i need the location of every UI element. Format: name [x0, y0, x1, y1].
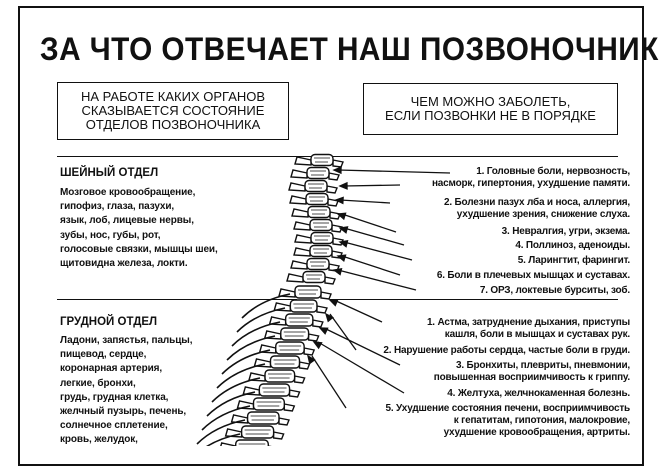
- rib: [206, 433, 241, 446]
- vertebra: [288, 179, 338, 194]
- pointer-arrow: [324, 312, 357, 351]
- disease-text: 1. Астма, затруднение дыхания, приступы: [426, 317, 630, 328]
- rib: [231, 321, 281, 347]
- vertebra: [220, 439, 272, 446]
- pointer-arrow: [334, 196, 391, 205]
- vertebra: [291, 205, 341, 220]
- vertebra: [278, 285, 332, 300]
- disease-text: 4. Желтуха, желчнокаменная болезнь.: [447, 388, 630, 399]
- thoracic-divider: [57, 299, 297, 300]
- rib: [206, 391, 256, 417]
- disease-text: 3. Невралгия, угри, экзема.: [501, 226, 631, 237]
- rib: [221, 349, 271, 375]
- thoracic-disease-1: 1. Астма, затруднение дыхания, приступы …: [427, 317, 630, 341]
- vertebra: [258, 341, 316, 356]
- disease-text: 5. Ухудшение состояния печени, восприимч…: [385, 403, 630, 414]
- pointer-arrow: [312, 341, 405, 394]
- rib: [201, 405, 251, 431]
- vertebra: [293, 218, 343, 233]
- organs-header-line: ОТДЕЛОВ ПОЗВОНОЧНИКА: [85, 117, 261, 132]
- diseases-header-line: ЧЕМ МОЖНО ЗАБОЛЕТЬ,: [410, 94, 571, 109]
- disease-text: 3. Бронхиты, плевриты, пневмонии,: [455, 360, 630, 371]
- disease-text: насморк, гипертония, ухудшение памяти.: [431, 178, 630, 190]
- diseases-header-box: ЧЕМ МОЖНО ЗАБОЛЕТЬ, ЕСЛИ ПОЗВОНКИ НЕ В П…: [363, 83, 618, 135]
- vertebra: [294, 153, 344, 168]
- vertebra: [236, 397, 296, 412]
- cervical-divider: [57, 156, 312, 157]
- organs-header-line: НА РАБОТЕ КАКИХ ОРГАНОВ: [80, 89, 266, 104]
- pointer-arrow: [328, 299, 383, 323]
- cervical-heading: ШЕЙНЫЙ ОТДЕЛ: [60, 167, 159, 179]
- vertebra: [242, 383, 301, 398]
- rib: [211, 377, 261, 403]
- cervical-disease-7: 7. ОРЗ, локтевые бурситы, зоб.: [480, 285, 630, 297]
- disease-text: 1. Головные боли, нервозность,: [476, 166, 630, 177]
- vertebra: [224, 425, 285, 440]
- vertebra: [268, 313, 324, 328]
- disease-text: кашля, боли в мышцах и суставах рук.: [444, 329, 630, 341]
- disease-text: 7. ОРЗ, локтевые бурситы, зоб.: [479, 285, 630, 296]
- cervical-disease-5: 5. Ларингтит, фарингит.: [518, 255, 630, 267]
- disease-text: 4. Поллиноз, аденоиды.: [515, 240, 630, 251]
- disease-text: ухудшение зрения, снижение слуха.: [456, 209, 630, 221]
- rib: [216, 363, 266, 389]
- rib: [196, 419, 246, 445]
- thoracic-disease-3: 3. Бронхиты, плевриты, пневмонии, повыше…: [434, 360, 630, 384]
- pointer-arrow: [338, 226, 405, 246]
- pointer-arrow: [318, 327, 401, 366]
- vertebra: [289, 192, 339, 207]
- thoracic-disease-2: 2. Нарушение работы сердца, частые боли …: [383, 345, 630, 357]
- disease-text: к гепатитам, гипотония, малокровие,: [453, 415, 630, 427]
- disease-text: повышенная восприимчивость к гриппу.: [433, 372, 630, 384]
- rib: [241, 293, 291, 319]
- pointer-arrow: [332, 267, 417, 291]
- vertebra: [230, 411, 290, 426]
- pointer-arrow: [338, 239, 413, 261]
- spine-poster: ЗА ЧТО ОТВЕЧАЕТ НАШ ПОЗВОНОЧНИК НА РАБОТ…: [18, 6, 659, 466]
- vertebra: [290, 166, 340, 181]
- thoracic-disease-4: 4. Желтуха, желчнокаменная болезнь.: [447, 388, 630, 400]
- vertebra: [273, 299, 328, 314]
- cervical-disease-4: 4. Поллиноз, аденоиды.: [515, 240, 630, 252]
- vertebra: [293, 244, 343, 259]
- cervical-disease-6: 6. Боли в плечевых мышцах и суставах.: [437, 270, 630, 282]
- rib: [226, 335, 276, 361]
- cervical-disease-1: 1. Головные боли, нервозность, насморк, …: [432, 166, 630, 190]
- rib: [236, 307, 286, 333]
- vertebra: [294, 231, 344, 246]
- thoracic-organs-list: Ладони, запястья, пальцы, пищевод, сердц…: [60, 335, 193, 446]
- thoracic-disease-5: 5. Ухудшение состояния печени, восприимч…: [385, 403, 630, 440]
- vertebra: [263, 327, 320, 342]
- vertebra: [290, 257, 340, 272]
- disease-text: 5. Ларингтит, фарингит.: [517, 255, 630, 266]
- pointer-arrow: [338, 181, 401, 190]
- cervical-organs-list: Мозговое кровообращение, гипофиз, глаза,…: [60, 187, 218, 270]
- pointer-arrow: [307, 354, 347, 409]
- disease-text: 2. Нарушение работы сердца, частые боли …: [383, 345, 630, 356]
- thoracic-heading: ГРУДНОЙ ОТДЕЛ: [60, 316, 158, 328]
- cervical-divider-right: [330, 156, 618, 157]
- vertebra: [253, 355, 311, 370]
- pointer-arrow: [336, 254, 401, 276]
- vertebra: [248, 369, 306, 384]
- cervical-disease-2: 2. Болезни пазух лба и носа, аллергия, у…: [444, 197, 630, 221]
- disease-text: 6. Боли в плечевых мышцах и суставах.: [436, 270, 630, 281]
- pointer-arrow: [332, 166, 451, 175]
- disease-text: ухудшение кровообращения, артриты.: [443, 427, 631, 439]
- vertebra: [286, 270, 336, 285]
- disease-text: 2. Болезни пазух лба и носа, аллергия,: [444, 197, 630, 208]
- pointer-arrow: [336, 212, 397, 233]
- poster-title: ЗА ЧТО ОТВЕЧАЕТ НАШ ПОЗВОНОЧНИК: [40, 31, 659, 67]
- diseases-header-line: ЕСЛИ ПОЗВОНКИ НЕ В ПОРЯДКЕ: [385, 108, 596, 123]
- organs-header-line: СКАЗЫВАЕТСЯ СОСТОЯНИЕ: [81, 103, 265, 118]
- organs-header-box: НА РАБОТЕ КАКИХ ОРГАНОВ СКАЗЫВАЕТСЯ СОСТ…: [57, 82, 289, 140]
- cervical-disease-3: 3. Невралгия, угри, экзема.: [501, 226, 631, 238]
- thoracic-divider-right: [330, 299, 618, 300]
- spine-illustration: [196, 153, 451, 446]
